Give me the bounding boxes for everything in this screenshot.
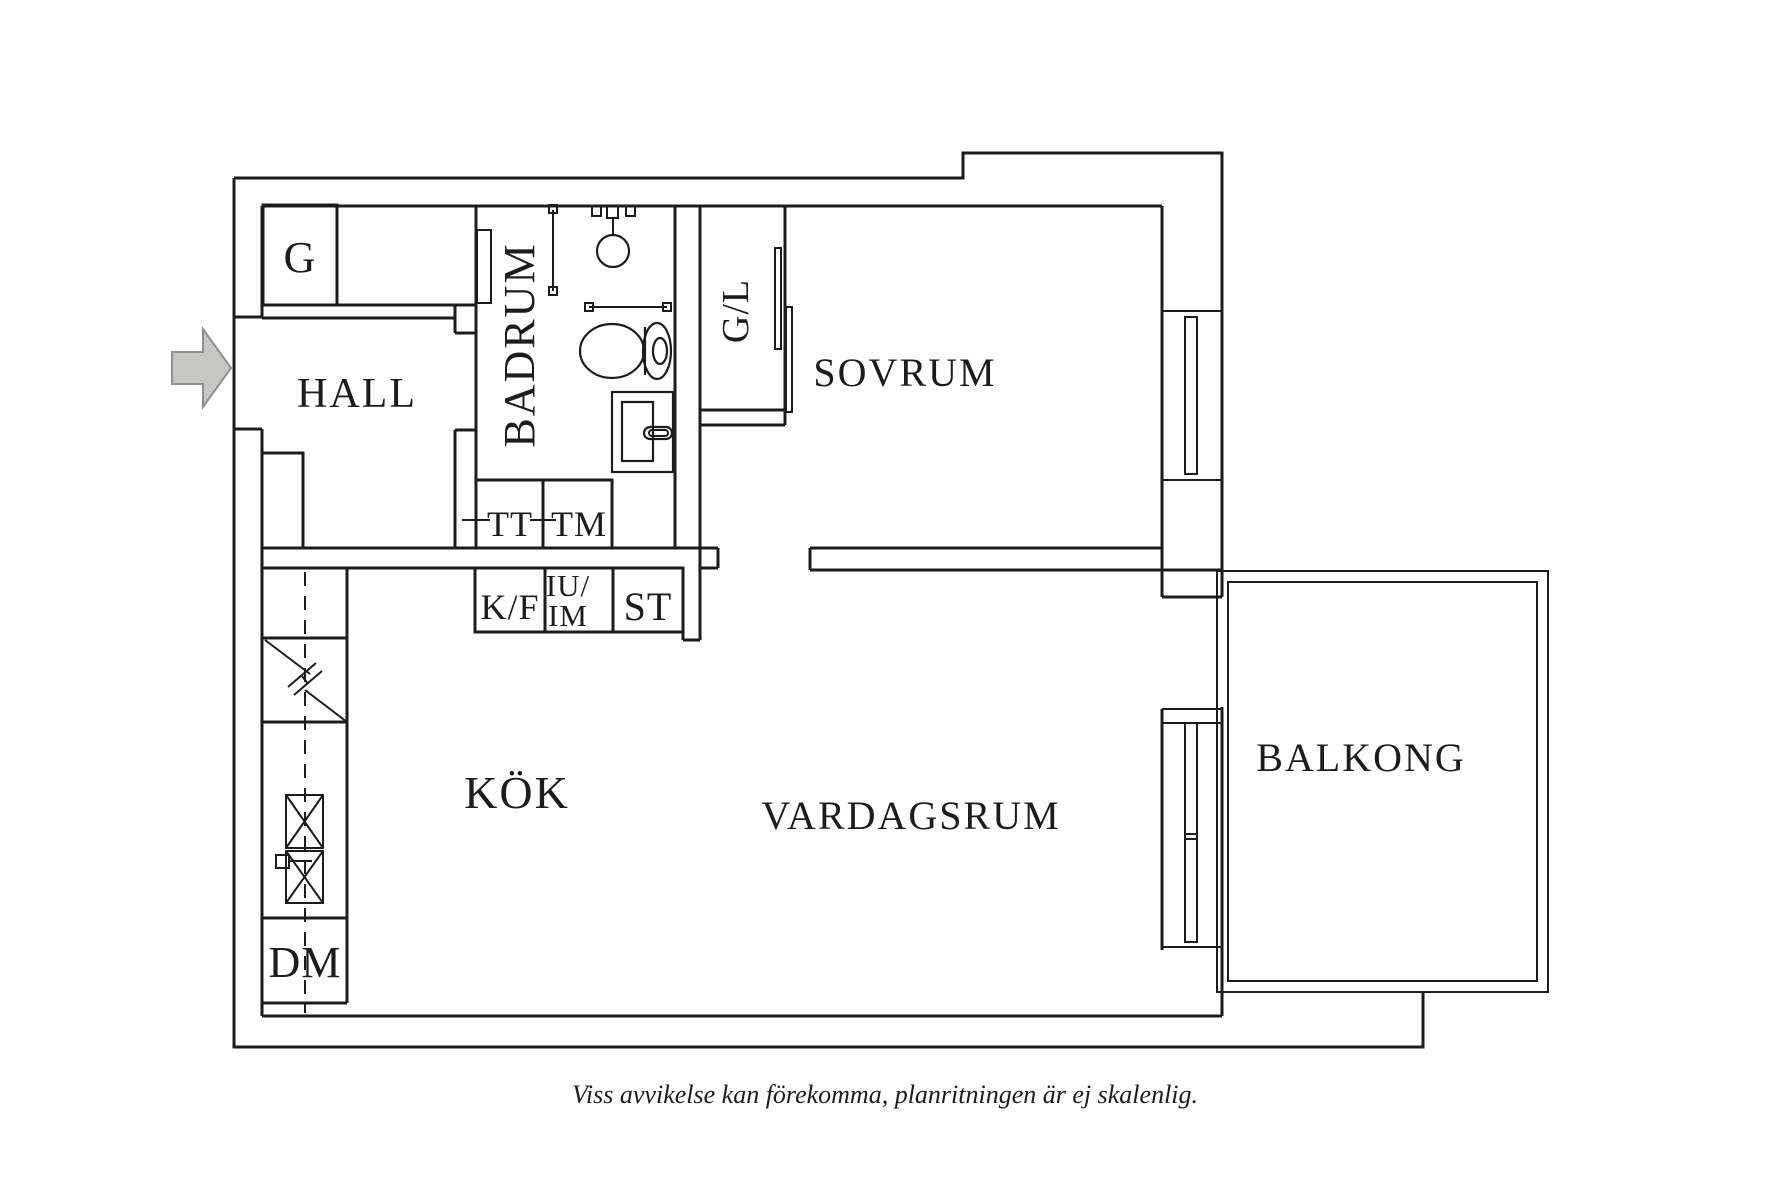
gl-closet-rail-upper bbox=[774, 247, 782, 350]
balcony-door-window bbox=[1162, 708, 1222, 948]
washbasin-icon bbox=[610, 390, 675, 474]
sink-icon bbox=[275, 794, 324, 904]
shower-icon bbox=[591, 205, 636, 269]
st-box bbox=[611, 566, 685, 634]
label-st: ST bbox=[624, 584, 673, 629]
label-balkong: BALKONG bbox=[1256, 735, 1466, 780]
label-iu: IU/ bbox=[546, 568, 590, 603]
balcony-outline bbox=[1216, 570, 1549, 993]
shower-screen-icon bbox=[548, 204, 558, 296]
tm-box bbox=[541, 478, 614, 550]
label-closet-gl: G/L bbox=[715, 279, 757, 343]
kitchen-counter bbox=[262, 568, 349, 1013]
label-kok: KÖK bbox=[464, 767, 570, 818]
caption: Viss avvikelse kan förekomma, planritnin… bbox=[572, 1080, 1198, 1109]
label-badrum: BADRUM bbox=[495, 242, 544, 447]
hall-closet bbox=[263, 451, 305, 548]
label-vardagsrum: VARDAGSRUM bbox=[761, 793, 1060, 838]
label-tm: TM bbox=[551, 504, 607, 544]
interior-walls bbox=[262, 206, 1222, 642]
label-dm: DM bbox=[269, 938, 342, 987]
towel-rail-icon bbox=[584, 302, 672, 312]
label-sovrum: SOVRUM bbox=[813, 350, 996, 395]
toilet-icon bbox=[578, 321, 673, 381]
label-im: IM bbox=[548, 598, 588, 633]
label-hall: HALL bbox=[297, 371, 417, 417]
g-closet bbox=[261, 203, 339, 307]
gl-closet-rail-lower bbox=[785, 306, 793, 413]
entrance-arrow-icon bbox=[171, 325, 233, 411]
badrum-door-leaf bbox=[476, 229, 492, 304]
label-closet-g: G bbox=[284, 233, 317, 282]
stove-icon bbox=[264, 639, 348, 723]
sovrum-window bbox=[1162, 310, 1222, 481]
exterior-outline bbox=[232, 151, 1425, 1049]
label-kf: K/F bbox=[480, 587, 539, 627]
label-tt: TT bbox=[487, 504, 533, 544]
